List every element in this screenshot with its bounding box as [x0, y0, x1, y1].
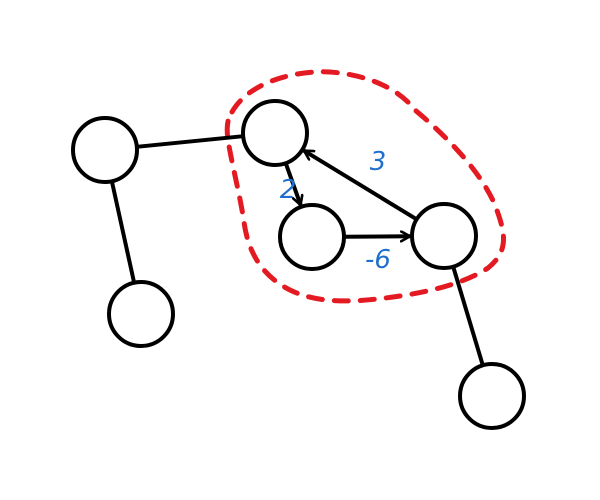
edge-n1-n3: [109, 179, 137, 285]
graph-node-n1: [71, 116, 139, 184]
edge-weight-label: 2: [280, 175, 297, 205]
edges-layer: [109, 134, 485, 368]
graph-node-n6: [458, 362, 526, 430]
edge-n5-n6: [451, 264, 485, 368]
labels-layer: 2 -6 3: [280, 147, 391, 275]
graph-node-n5: [410, 202, 478, 270]
graph-node-n4: [278, 203, 346, 271]
edge-n2-n4: [283, 161, 301, 207]
edge-n1-n2: [134, 134, 246, 149]
graph-node-n2: [241, 99, 309, 167]
edge-weight-label: -6: [365, 245, 391, 275]
nodes-layer: [71, 99, 526, 430]
edge-n5-n2: [302, 148, 419, 222]
cycle-highlight-outline: [224, 69, 506, 304]
edge-weight-label: 3: [370, 147, 387, 177]
graph-node-n3: [107, 280, 175, 348]
edge-n4-n5: [341, 236, 413, 237]
